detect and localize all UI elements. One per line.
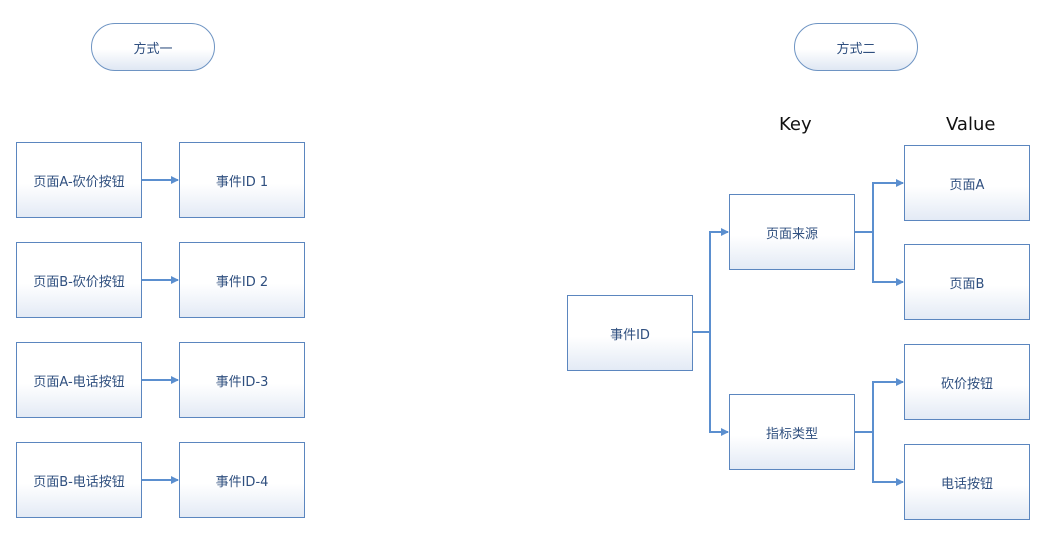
connector-key-1-value-1	[854, 179, 904, 233]
source-box-1: 页面A-砍价按钮	[16, 142, 142, 218]
target-box-1: 事件ID 1	[179, 142, 305, 218]
key-heading: Key	[779, 114, 812, 135]
method-two-title: 方式二	[794, 23, 918, 71]
key-box-1: 页面来源	[729, 194, 855, 270]
value-heading: Value	[946, 114, 996, 135]
connector-key-1-value-2	[854, 231, 904, 286]
key-box-2: 指标类型	[729, 394, 855, 470]
target-box-2: 事件ID 2	[179, 242, 305, 318]
source-box-4: 页面B-电话按钮	[16, 442, 142, 518]
method-one-title: 方式一	[91, 23, 215, 71]
value-box-2: 页面B	[904, 244, 1030, 320]
connector-key-2-value-2	[854, 431, 904, 486]
root-event-id-box: 事件ID	[567, 295, 693, 371]
target-box-4: 事件ID-4	[179, 442, 305, 518]
connector-root-key-1	[692, 228, 729, 333]
connector-root-key-2	[692, 331, 729, 436]
value-box-1: 页面A	[904, 145, 1030, 221]
value-box-4: 电话按钮	[904, 444, 1030, 520]
value-box-3: 砍价按钮	[904, 344, 1030, 420]
source-box-2: 页面B-砍价按钮	[16, 242, 142, 318]
target-box-3: 事件ID-3	[179, 342, 305, 418]
source-box-3: 页面A-电话按钮	[16, 342, 142, 418]
connector-key-2-value-1	[854, 378, 904, 433]
